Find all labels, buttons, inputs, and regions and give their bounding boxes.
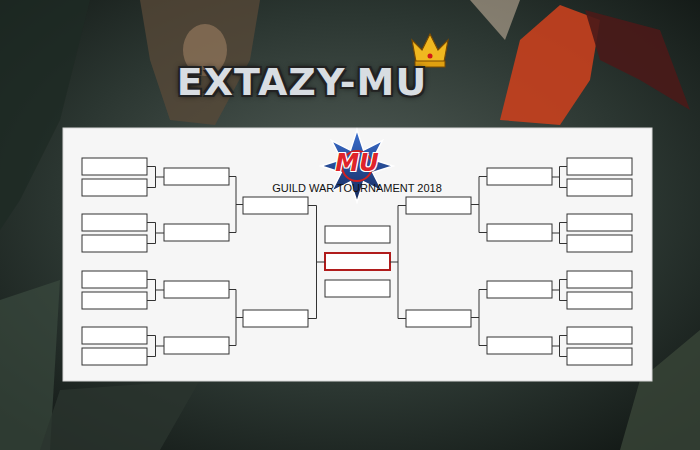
bracket-slot <box>406 310 471 327</box>
bracket-line <box>398 206 406 319</box>
logo-text: MU <box>335 149 378 177</box>
bracket-slot <box>567 348 632 365</box>
bracket-slot <box>567 292 632 309</box>
bracket-line <box>147 336 156 357</box>
bracket-line <box>390 262 398 263</box>
bracket-line <box>560 223 568 244</box>
bracket-slot <box>243 197 308 214</box>
bracket-slot <box>164 224 229 241</box>
bracket <box>82 158 632 365</box>
bracket-panel <box>63 128 652 381</box>
bracket-slot <box>82 158 147 175</box>
bracket-slot <box>567 179 632 196</box>
bracket-line <box>236 204 243 205</box>
bracket-line <box>156 233 165 234</box>
bracket-line <box>479 290 487 346</box>
bracket-slot <box>325 253 390 270</box>
bracket-slot <box>567 158 632 175</box>
bracket-line <box>147 280 156 301</box>
tournament-title: GUILD WAR TOURNAMENT 2018 <box>272 182 442 194</box>
bracket-slot <box>567 327 632 344</box>
bracket-line <box>560 167 568 188</box>
bracket-line <box>560 280 568 301</box>
bracket-slot <box>487 281 552 298</box>
bracket-line <box>147 223 156 244</box>
bracket-slot <box>82 292 147 309</box>
bracket-slot <box>243 310 308 327</box>
bracket-slot <box>82 214 147 231</box>
brand-logo-text: EXTAZY-MU <box>177 60 428 104</box>
bracket-line <box>479 177 487 233</box>
bracket-slot <box>567 235 632 252</box>
bracket-line <box>471 204 479 205</box>
bracket-line <box>156 346 165 347</box>
bracket-slot <box>164 168 229 185</box>
bracket-line <box>156 177 165 178</box>
bracket-line <box>229 177 236 233</box>
bracket-slot <box>82 327 147 344</box>
bracket-line <box>560 336 568 357</box>
bracket-slot <box>406 197 471 214</box>
bracket-slot <box>82 179 147 196</box>
bracket-line <box>552 177 560 178</box>
bracket-slot <box>164 281 229 298</box>
bracket-slot <box>567 214 632 231</box>
bracket-slot <box>82 271 147 288</box>
bracket-line <box>156 290 165 291</box>
bracket-slot <box>164 337 229 354</box>
bracket-slot <box>325 226 390 243</box>
bracket-line <box>236 317 243 318</box>
bracket-line <box>471 317 479 318</box>
bracket-line <box>552 346 560 347</box>
bracket-slot <box>487 224 552 241</box>
bracket-line <box>229 290 236 346</box>
bracket-slot <box>487 168 552 185</box>
bracket-slot <box>82 348 147 365</box>
bracket-slot <box>82 235 147 252</box>
bracket-line <box>308 206 317 319</box>
bracket-line <box>317 262 326 263</box>
bracket-line <box>552 290 560 291</box>
bracket-line <box>552 233 560 234</box>
bracket-slot <box>567 271 632 288</box>
bracket-line <box>147 167 156 188</box>
bracket-slot <box>487 337 552 354</box>
bracket-slot <box>325 280 390 297</box>
